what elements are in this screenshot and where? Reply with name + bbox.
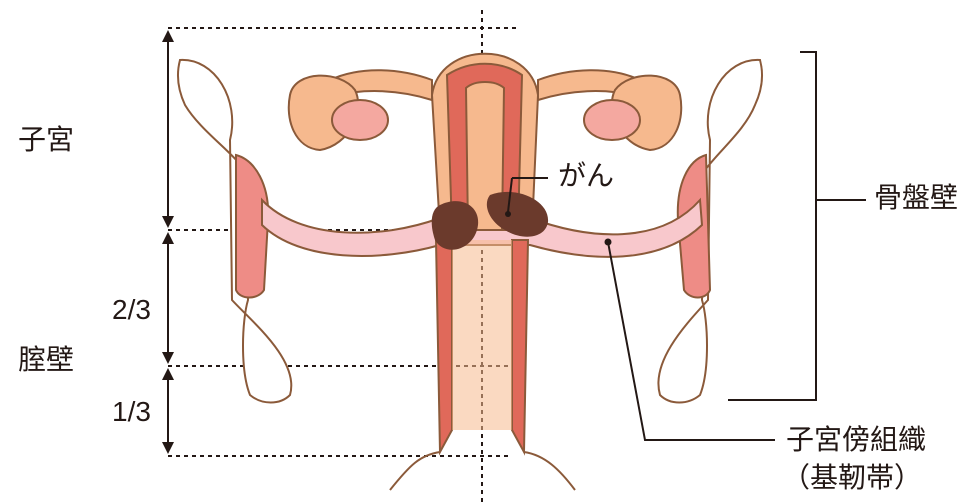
vaginal-wall-right xyxy=(512,240,528,452)
ovary-left xyxy=(332,100,388,140)
vaginal-canal xyxy=(452,240,512,430)
measure-arrows xyxy=(162,30,174,454)
uterus-label: 子宮 xyxy=(18,126,74,154)
parametrium-label: 子宮傍組織 xyxy=(786,426,926,454)
vaginal-wall-label: 腟壁 xyxy=(18,346,74,374)
cardinal-ligament-label: （基靭帯） xyxy=(782,464,922,492)
vaginal-wall-left xyxy=(436,240,452,452)
pelvic-wall-label: 骨盤壁 xyxy=(874,184,958,212)
one-third-label: 1/3 xyxy=(112,398,151,426)
cancer-label: がん xyxy=(558,162,614,190)
two-thirds-label: 2/3 xyxy=(112,296,151,324)
ovary-right xyxy=(584,100,640,140)
